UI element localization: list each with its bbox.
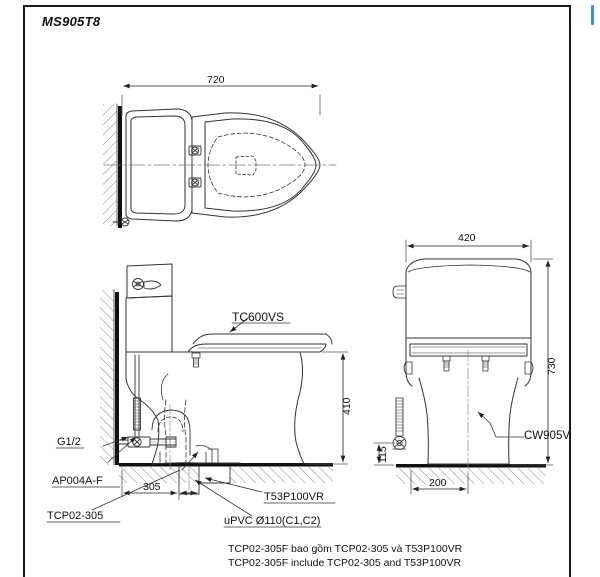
dimension-label-730: 730 — [546, 357, 558, 375]
callout-label-cw905v: CW905V — [524, 430, 571, 442]
dimension-420 — [405, 239, 532, 263]
callout-label-tc600vs: TC600VS — [232, 310, 285, 324]
dimension-label-720: 720 — [207, 74, 225, 86]
leader-lines-side — [91, 317, 263, 517]
dimension-305 — [121, 469, 180, 501]
front-view-geometry — [373, 239, 554, 495]
callout-label-tcp02-305: TCP02-305 — [47, 510, 104, 522]
dimension-label-115: 115 — [377, 446, 389, 463]
front-supply-valve — [392, 397, 407, 450]
label-underlines — [46, 322, 336, 528]
supply-valve-assembly — [118, 354, 177, 448]
dimension-label-200: 200 — [429, 477, 447, 489]
seat-assembly — [187, 333, 333, 368]
callout-label-ap004a-f: AP004A-F — [52, 475, 103, 487]
page-title: MS905T8 — [42, 14, 101, 29]
dimension-label-305: 305 — [143, 481, 161, 493]
scroll-indicator[interactable] — [591, 5, 594, 25]
callout-label-t53p100vr: T53P100VR — [264, 491, 324, 503]
dimension-730 — [510, 258, 554, 466]
dimension-720 — [121, 83, 321, 116]
side-view-geometry — [91, 263, 349, 517]
dimension-410 — [305, 351, 349, 465]
footer-note-en: TCP02-305F include TCP02-305 and T53P100… — [228, 557, 462, 569]
dimension-200 — [410, 469, 469, 495]
dimension-115 — [373, 442, 395, 466]
top-view-geometry — [103, 83, 337, 228]
front-seat — [403, 343, 534, 375]
dimension-label-410: 410 — [341, 397, 353, 415]
callout-label-upvc: uPVC Ø110(C1,C2) — [224, 515, 321, 527]
footer-note-vi: TCP02-305F bao gồm TCP02-305 và T53P100V… — [228, 543, 463, 555]
callout-label-g12: G1/2 — [57, 436, 81, 448]
dimension-label-420: 420 — [458, 232, 476, 244]
